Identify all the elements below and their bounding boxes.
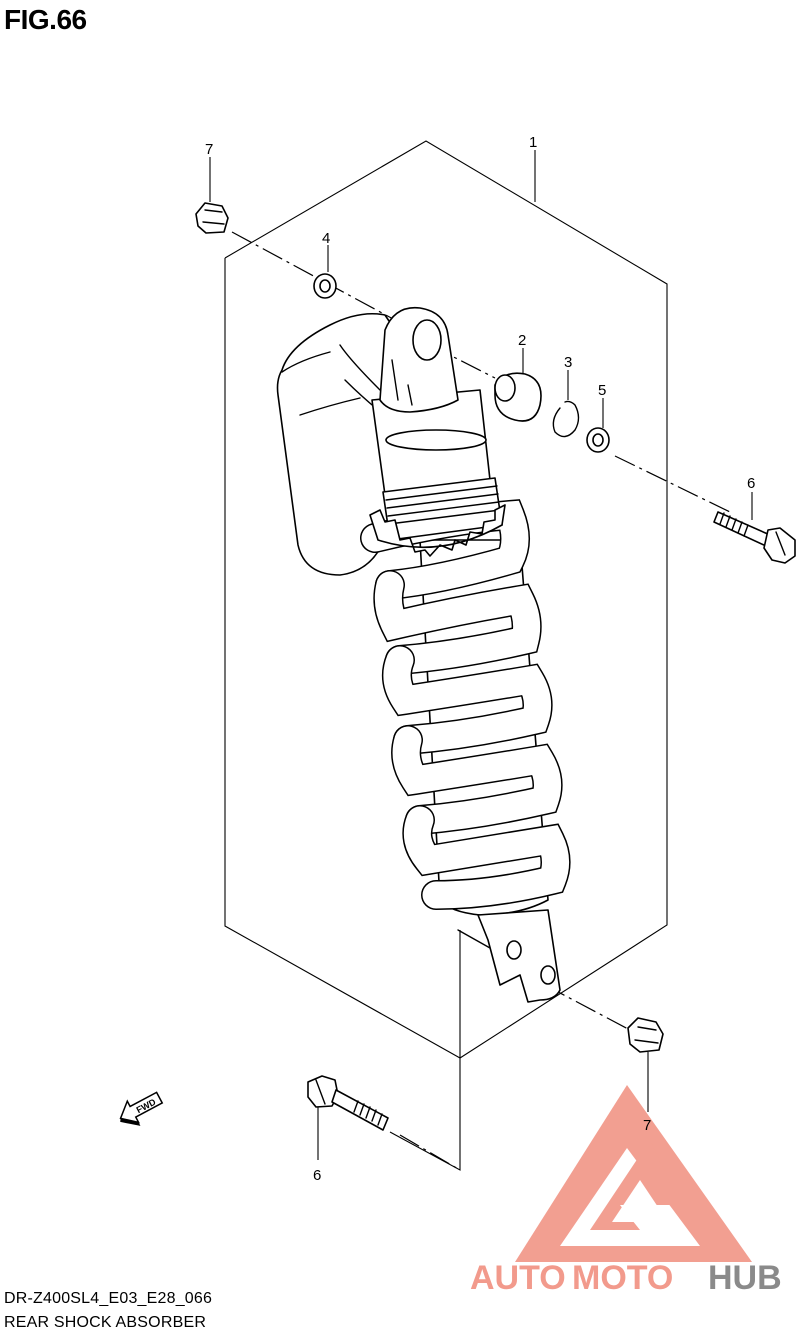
flange-nut-bottom [627,1017,664,1053]
watermark-auto: AUTO [470,1259,566,1297]
bushing [494,372,542,422]
assembly-outline [224,140,668,1171]
watermark-hub: HUB [708,1259,782,1297]
callout-1: 1 [529,134,537,151]
bolt-bottom [307,1075,389,1131]
watermark-moto: MOTO [572,1259,673,1297]
model-code: DR-Z400SL4_E03_E28_066 [4,1290,213,1307]
fwd-arrow-icon: FWD [119,1091,164,1126]
bolt-right [713,511,796,564]
figure-description: REAR SHOCK ABSORBER [4,1314,207,1331]
washer-right [586,427,610,453]
callout-4: 4 [322,230,330,247]
callout-5: 5 [598,382,606,399]
circlip [552,400,580,438]
watermark-logo [515,1085,752,1262]
upper-body [369,389,506,557]
watermark-text: AUTO MOTO HUB [470,1259,782,1297]
callout-7-top: 7 [205,141,213,158]
flange-nut-top [195,202,229,234]
leader-lines [209,150,753,1160]
callout-2: 2 [518,332,526,349]
callout-3: 3 [564,354,572,371]
callout-7-bottom: 7 [643,1117,651,1134]
callout-6-right: 6 [747,475,755,492]
top-eye-mount [379,306,459,413]
washer-left [313,273,337,299]
callout-labels: 1 7 4 2 3 5 6 7 6 [205,134,755,1184]
figure-title: FIG.66 [4,4,87,35]
callout-6-bottom: 6 [313,1167,321,1184]
